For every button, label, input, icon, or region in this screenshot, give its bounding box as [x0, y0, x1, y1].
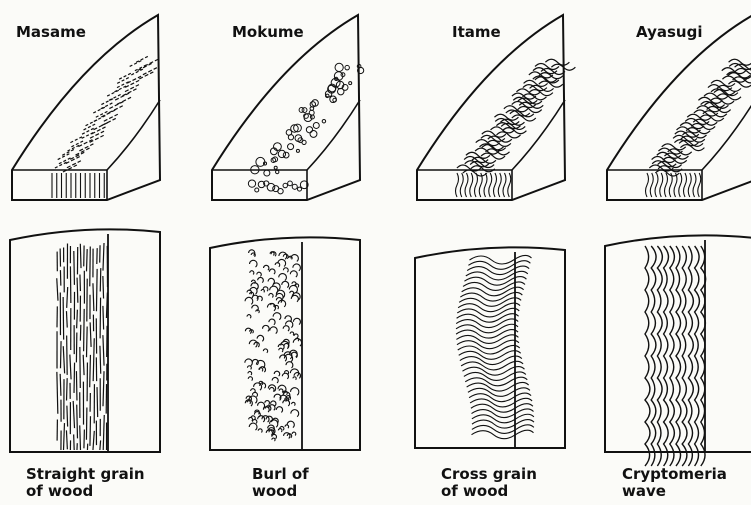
- blade-tip-view: [212, 15, 364, 200]
- blade-tip-view: [417, 15, 575, 200]
- caption-line: of wood: [441, 483, 537, 500]
- panel-title-masame: Masame: [16, 23, 86, 41]
- panel-title-mokume: Mokume: [232, 23, 304, 41]
- caption-cross-grain: Cross grain of wood: [441, 466, 537, 500]
- blade-surface-view: [415, 247, 565, 448]
- caption-line: wave: [622, 483, 727, 500]
- panel-ayasugi: [605, 15, 751, 466]
- caption-line: Burl of: [252, 466, 309, 483]
- blade-surface-view: [10, 229, 160, 452]
- blade-surface-view: [210, 237, 360, 450]
- caption-line: Cross grain: [441, 466, 537, 483]
- caption-straight-grain: Straight grain of wood: [26, 466, 145, 500]
- caption-burl: Burl of wood: [252, 466, 309, 500]
- panel-title-itame: Itame: [452, 23, 501, 41]
- panel-mokume: [210, 15, 364, 450]
- caption-line: of wood: [26, 483, 145, 500]
- panel-itame: [415, 15, 575, 448]
- caption-cryptomeria-wave: Cryptomeria wave: [622, 466, 727, 500]
- panel-masame: [10, 15, 160, 452]
- caption-line: wood: [252, 483, 309, 500]
- blade-tip-view: [12, 15, 160, 200]
- panel-title-ayasugi: Ayasugi: [636, 23, 702, 41]
- caption-line: Straight grain: [26, 466, 145, 483]
- blade-surface-view: [605, 235, 751, 466]
- blade-tip-view: [607, 15, 751, 200]
- caption-line: Cryptomeria: [622, 466, 727, 483]
